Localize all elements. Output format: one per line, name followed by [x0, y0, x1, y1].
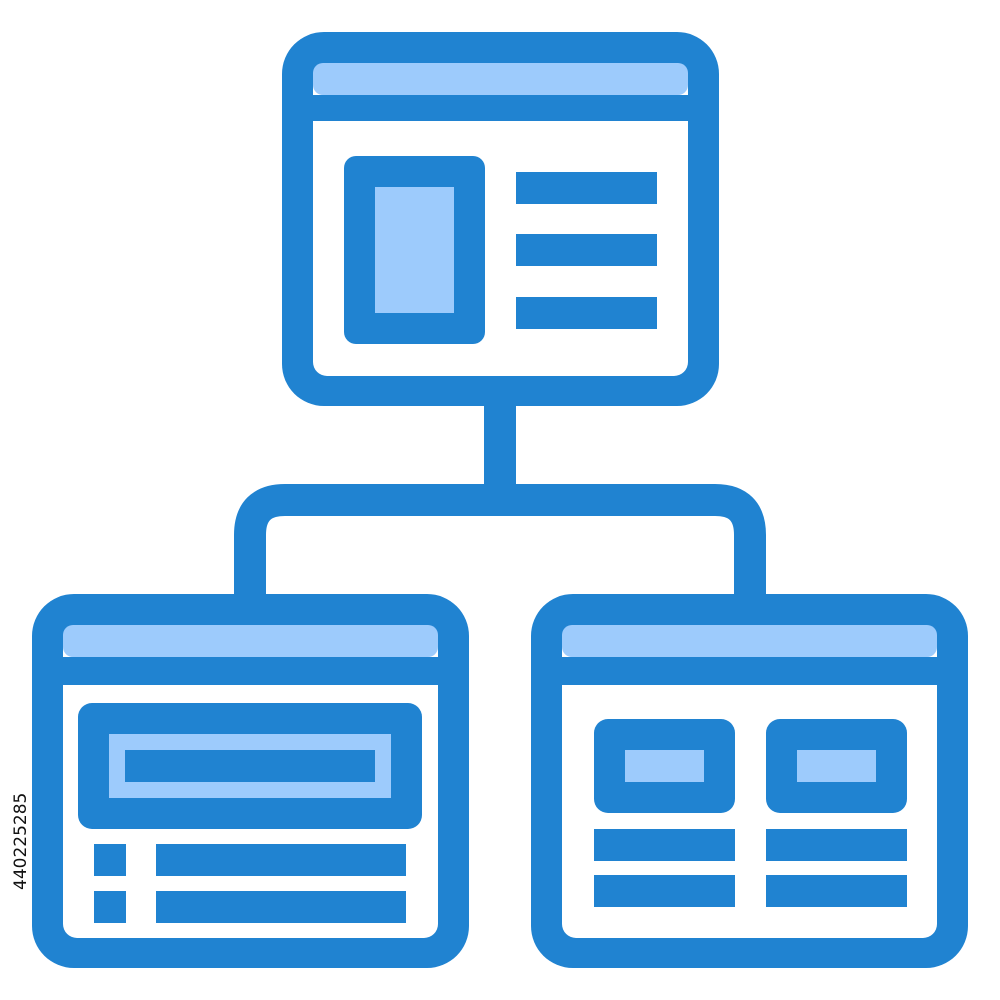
- image-placeholder-icon: [344, 156, 485, 344]
- connector-lines: [234, 392, 766, 610]
- top-window: [282, 32, 719, 406]
- bottom-right-titlebar: [562, 625, 937, 657]
- stock-id-text: 440225285: [11, 793, 31, 890]
- stock-id-watermark: 440225285: [11, 793, 31, 890]
- bottom-right-window: [531, 594, 968, 968]
- bottom-left-titlebar: [63, 625, 438, 657]
- search-bar: [78, 703, 422, 829]
- top-window-titlebar: [313, 63, 688, 95]
- card-left: [594, 719, 735, 813]
- connector-branch: [234, 484, 766, 610]
- list-items: [94, 844, 406, 923]
- bottom-left-window: [32, 594, 469, 968]
- card-text-lines: [594, 829, 907, 907]
- card-right: [766, 719, 907, 813]
- text-lines: [516, 172, 657, 329]
